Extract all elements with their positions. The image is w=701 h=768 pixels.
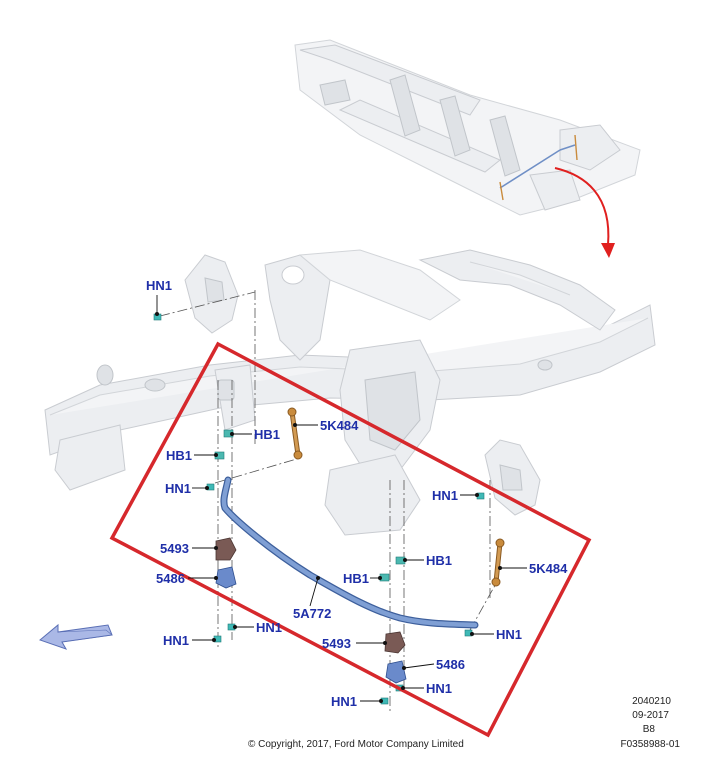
- ref-number: 2040210: [632, 696, 671, 707]
- callout-hn1-top: HN1: [146, 278, 172, 293]
- figure-meta: 2040210 09-2017 B8 F0358988-01 © Copyrig…: [248, 696, 680, 750]
- curved-red-arrow-icon: [554, 167, 615, 258]
- bushing-left: [215, 537, 237, 561]
- main-frame: [44, 249, 656, 536]
- callout-bar: 5A772: [293, 606, 331, 621]
- callout-hn1-left-lower-b: HN1: [163, 633, 189, 648]
- bushing-right: [384, 631, 406, 654]
- highlight-box: [109, 341, 592, 738]
- callout-link-left: 5K484: [320, 418, 359, 433]
- callout-hn1-right-mid: HN1: [496, 627, 522, 642]
- bracket-left: [215, 566, 237, 589]
- callout-hb1-right-upper: HB1: [426, 553, 452, 568]
- figure-id: F0358988-01: [621, 739, 681, 750]
- callout-bushing-left: 5493: [160, 541, 189, 556]
- figure-revision: B8: [643, 724, 656, 735]
- callout-bracket-left: 5486: [156, 571, 185, 586]
- copyright-notice: © Copyright, 2017, Ford Motor Company Li…: [248, 739, 464, 750]
- leader-lines: [155, 295, 527, 703]
- callout-link-right: 5K484: [529, 561, 568, 576]
- bracket-right: [385, 660, 407, 684]
- fasteners: [153, 313, 485, 705]
- callout-hb1-left-upper: HB1: [254, 427, 280, 442]
- callout-hn1-left-lower-a: HN1: [256, 620, 282, 635]
- stabilizer-bar: [220, 476, 479, 629]
- callout-hn1-right-lower-b: HN1: [331, 694, 357, 709]
- figure-date: 09-2017: [632, 710, 669, 721]
- stabilizer-link-left: [287, 407, 303, 460]
- callout-hn1-right-upper: HN1: [432, 488, 458, 503]
- callout-hb1-right-lower: HB1: [343, 571, 369, 586]
- overview-chassis: [294, 39, 641, 216]
- callout-hn1-left-upper: HN1: [165, 481, 191, 496]
- callout-hb1-left-lower: HB1: [166, 448, 192, 463]
- callout-bushing-right: 5493: [322, 636, 351, 651]
- callout-hn1-right-lower-a: HN1: [426, 681, 452, 696]
- callout-bracket-right: 5486: [436, 657, 465, 672]
- overview-stabilizer-bar: [499, 149, 561, 189]
- callout-labels: HN1 HB1 HB1 HN1 5K484 5493 5486 5A772 HN…: [146, 278, 568, 709]
- stabilizer-link-right: [491, 538, 505, 587]
- front-direction-arrow-icon: [38, 623, 113, 650]
